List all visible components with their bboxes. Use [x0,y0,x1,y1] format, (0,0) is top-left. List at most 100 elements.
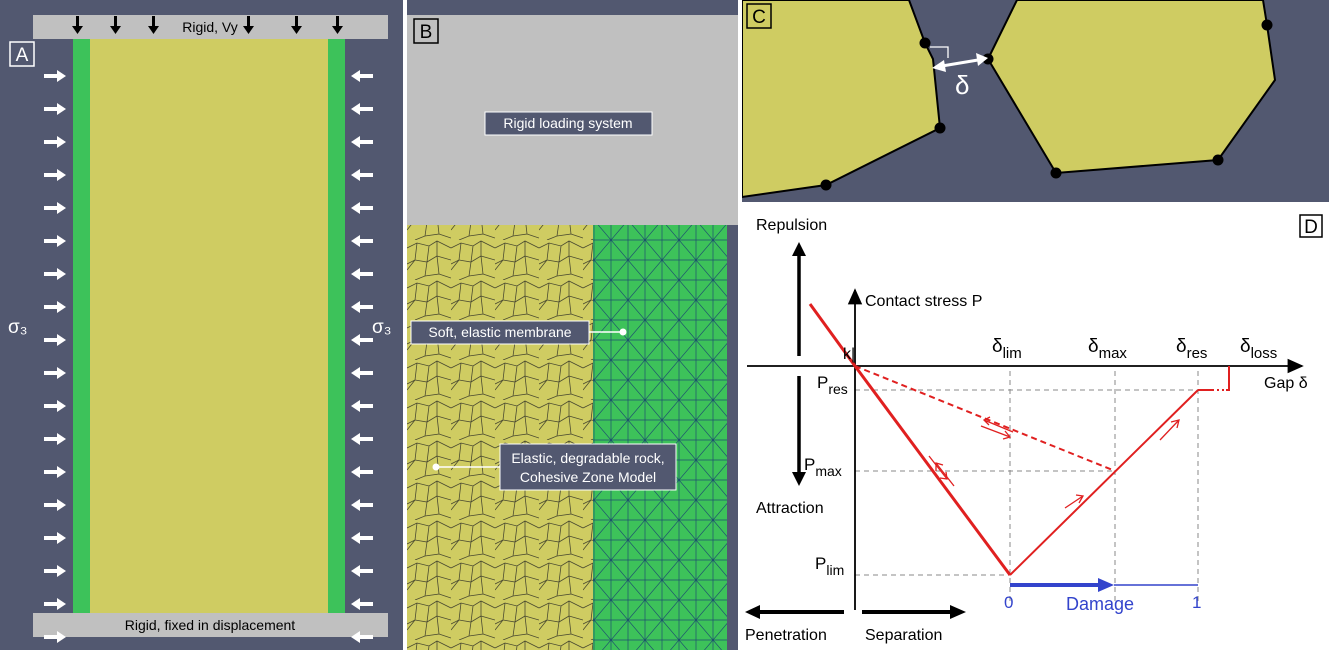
panel-b-drawing: Rigid loading system Soft, elastic membr… [407,13,738,650]
penetration-label: Penetration [745,627,827,644]
separation-label: Separation [865,627,942,644]
left-arrow-icon [351,367,373,379]
left-arrow-icon [351,301,373,313]
right-arrow-icon [44,202,66,214]
top-platen-label: Rigid, Vy [182,19,238,35]
attraction-label: Attraction [756,500,824,517]
delta-loss-label: δloss [1240,336,1277,362]
panel-d: Repulsion Attraction Penetration Separat… [742,206,1329,650]
left-arrow-icon [351,70,373,82]
left-arrow-icon [351,532,373,544]
penalty-branch [808,303,857,367]
right-arrow-icon [44,499,66,511]
right-arrow-icon [44,631,66,643]
loading-branch [853,365,1012,576]
softening-branch [1009,389,1199,576]
right-membrane [328,39,345,613]
left-arrow-icon [351,202,373,214]
rock-label-box [499,443,677,491]
left-arrow-icon [351,565,373,577]
panel-c-drawing: δ C [742,0,1277,199]
right-angle-mark [930,46,949,58]
down-arrow-icon [792,472,806,486]
grain-vertices [820,19,1273,191]
bottom-platen-label: Rigid, fixed in displacement [125,617,296,633]
panel-a-drawing: Rigid, Vy Rigid, fixed in displacement σ… [8,15,391,643]
rock-pointer-dot [432,463,440,471]
left-arrow-icon [351,433,373,445]
down-arrow-icon [110,16,121,34]
right-arrow-icon [44,136,66,148]
sigma3-left-label: σ₃ [8,317,27,338]
delta-max-label: δmax [1088,336,1127,362]
right-background-strip [727,225,738,650]
right-arrow-icon [44,433,66,445]
confining-arrows [44,70,373,643]
delta-res-label: δres [1176,336,1207,362]
right-arrow-icon [44,400,66,412]
left-membrane [73,39,90,613]
panel-c-letter-box [746,3,772,29]
rigid-system-label: Rigid loading system [503,115,632,131]
membrane-mesh [593,225,728,650]
panel-d-letter-box [1299,214,1323,238]
repulsion-label: Repulsion [756,217,827,234]
damage-label: Damage [1066,594,1134,614]
left-arrow-icon [351,103,373,115]
bottom-rigid-platen [33,613,388,637]
damage-zero-label: 0 [1004,593,1013,612]
gap-double-arrow [941,58,979,68]
membrane-pointer-dot [619,328,627,336]
rock-label-line2: Cohesive Zone Model [520,469,656,485]
down-arrow-icon [291,16,302,34]
left-arrow-icon [351,235,373,247]
left-arrow-icon [351,268,373,280]
down-arrow-icon [332,16,343,34]
right-arrow-icon [44,268,66,280]
p-lim-label: Plim [815,554,844,578]
unloading-branch [854,365,1116,472]
panel-c: δ C [742,0,1329,202]
panel-c-letter: C [752,7,766,28]
damage-one-label: 1 [1192,593,1201,612]
left-arrow-icon [351,400,373,412]
arrowhead-right-icon [976,53,988,66]
right-arrow-icon [44,466,66,478]
right-arrow-icon [44,565,66,577]
left-arrow-icon [351,334,373,346]
right-arrow-icon [44,103,66,115]
arrowhead-left-icon [932,60,946,72]
cycle-arrows [928,416,1180,509]
left-arrow-icon [351,499,373,511]
membrane-label: Soft, elastic membrane [428,324,571,340]
cohesive-law-diagram: Repulsion Attraction Penetration Separat… [745,214,1323,644]
panel-a-letter-box [9,41,35,67]
right-arrow-icon [950,605,966,619]
panel-a: Rigid, Vy Rigid, fixed in displacement σ… [0,0,403,650]
right-arrow-icon [44,301,66,313]
down-arrow-icon [72,16,83,34]
left-arrow-icon [745,605,760,619]
rock-sample [90,39,328,613]
rigid-system-label-box [484,111,653,136]
right-arrow-icon [44,598,66,610]
grain-left [742,0,942,199]
up-arrow-icon [792,242,806,256]
left-arrow-icon [351,136,373,148]
right-arrow-icon [44,334,66,346]
top-rigid-platen [33,15,388,39]
guide-lines [855,371,1230,602]
left-arrow-icon [351,169,373,181]
panel-b-letter: B [420,22,433,43]
downward-arrows [72,16,343,34]
grain-right [986,0,1277,175]
rock-label-line1: Elastic, degradable rock, [511,450,664,466]
delta-lim-label: δlim [992,336,1022,362]
left-arrow-icon [351,466,373,478]
damage-arrowhead-icon [1098,578,1114,592]
right-arrow-icon [44,169,66,181]
stress-axis-label: Contact stress P [865,293,982,310]
rock-grains-mesh [407,225,593,650]
panel-a-letter: A [16,45,29,66]
right-arrow-icon [44,367,66,379]
